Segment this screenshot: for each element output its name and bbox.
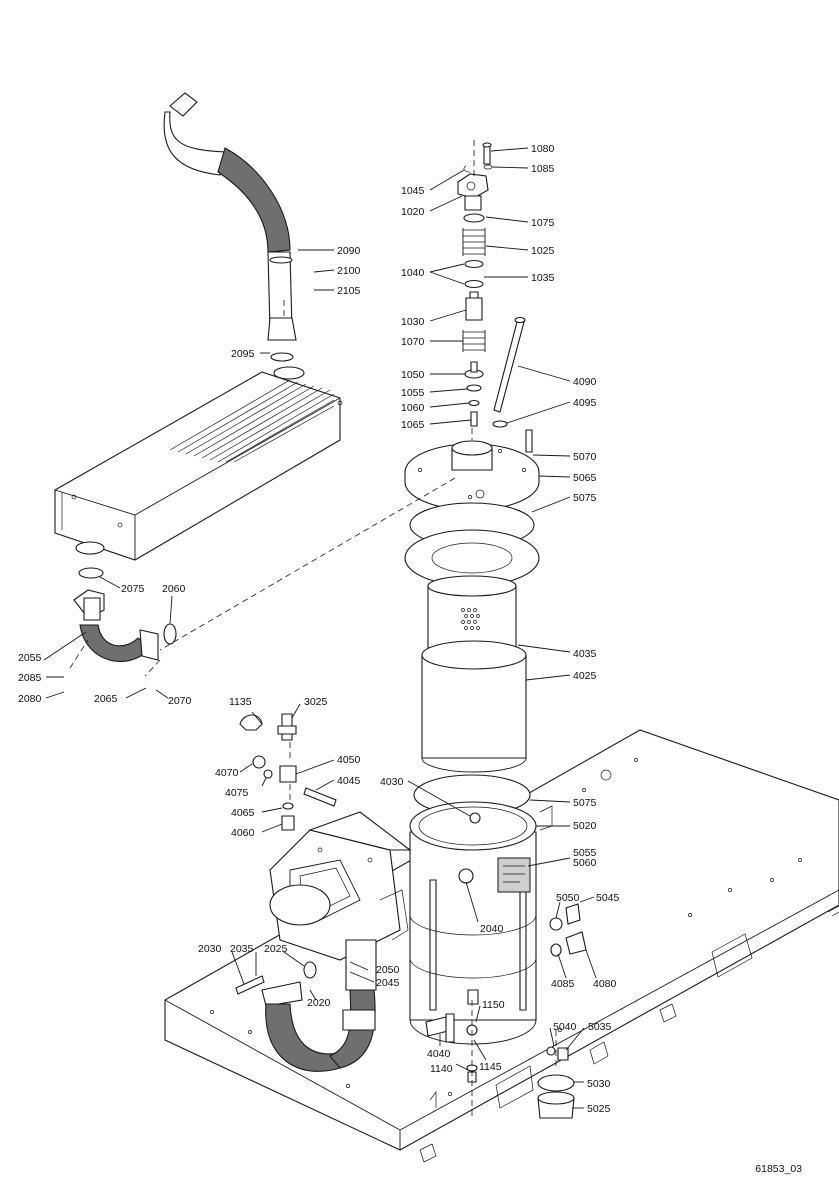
- part-labels: 1080 1085 1045 1020 1075 1025 1040 1035 1030 1070…: [18, 143, 620, 1115]
- part-label-4050: 4050: [337, 754, 361, 766]
- part-label-4090: 4090: [573, 376, 597, 388]
- part-label-4040: 4040: [427, 1048, 451, 1060]
- part-label-4045: 4045: [337, 775, 361, 787]
- part-label-2050: 2050: [376, 964, 400, 976]
- part-label-1060: 1060: [401, 402, 425, 414]
- part-label-1140: 1140: [430, 1063, 453, 1075]
- part-label-1030: 1030: [401, 316, 425, 328]
- part-label-5065: 5065: [573, 472, 597, 484]
- part-label-1080: 1080: [531, 143, 555, 155]
- part-label-2030: 2030: [198, 943, 222, 955]
- aftercooler: [54, 366, 343, 561]
- part-label-5050: 5050: [556, 892, 580, 904]
- part-label-5040: 5040: [553, 1021, 577, 1033]
- part-label-2020: 2020: [307, 997, 331, 1009]
- part-label-5025: 5025: [587, 1103, 611, 1115]
- assembly-lines: [69, 140, 557, 1120]
- part-label-2085: 2085: [18, 672, 42, 684]
- part-label-1070: 1070: [401, 336, 425, 348]
- part-label-1055: 1055: [401, 387, 425, 399]
- elbow-pipe: [73, 567, 177, 663]
- drawing-reference: 61853_03: [755, 1163, 802, 1175]
- part-label-2075: 2075: [121, 583, 145, 595]
- part-label-1150: 1150: [482, 999, 505, 1011]
- part-label-1065: 1065: [401, 419, 425, 431]
- part-label-4035: 4035: [573, 648, 597, 660]
- part-label-1145: 1145: [479, 1061, 502, 1073]
- part-label-5020: 5020: [573, 820, 597, 832]
- part-label-4075: 4075: [225, 787, 249, 799]
- fittings-group: [239, 713, 337, 831]
- part-label-2105: 2105: [337, 285, 361, 297]
- part-label-2095: 2095: [231, 348, 255, 360]
- airend: [269, 811, 412, 961]
- part-label-2045: 2045: [376, 977, 400, 989]
- part-label-2035: 2035: [230, 943, 254, 955]
- part-label-2070: 2070: [168, 695, 192, 707]
- part-label-5030: 5030: [587, 1078, 611, 1090]
- part-label-2100: 2100: [337, 265, 361, 277]
- part-label-1045: 1045: [401, 185, 425, 197]
- part-label-1135: 1135: [229, 696, 252, 708]
- part-label-1025: 1025: [531, 245, 555, 257]
- part-label-5045: 5045: [596, 892, 620, 904]
- part-label-2040: 2040: [480, 923, 504, 935]
- part-label-4085: 4085: [551, 978, 575, 990]
- part-label-1040: 1040: [401, 267, 425, 279]
- part-label-4060: 4060: [231, 827, 255, 839]
- part-label-5055: 5055: [573, 847, 597, 859]
- discharge-pipe: [163, 92, 297, 362]
- leader-lines: [43, 147, 597, 1109]
- part-label-2025: 2025: [264, 943, 288, 955]
- part-label-4065: 4065: [231, 807, 255, 819]
- valve-stack: [457, 142, 533, 453]
- part-label-5060: 5060: [573, 857, 597, 869]
- part-label-1075: 1075: [531, 217, 555, 229]
- part-label-2080: 2080: [18, 693, 42, 705]
- part-label-4025: 4025: [573, 670, 597, 682]
- part-label-5075b: 5075: [573, 797, 597, 809]
- part-label-4030: 4030: [380, 776, 404, 788]
- part-label-5075a: 5075: [573, 492, 597, 504]
- part-label-4095: 4095: [573, 397, 597, 409]
- part-label-4080: 4080: [593, 978, 617, 990]
- part-label-1085: 1085: [531, 163, 555, 175]
- part-label-5035: 5035: [588, 1021, 612, 1033]
- part-label-4070: 4070: [215, 767, 239, 779]
- part-label-2090: 2090: [337, 245, 361, 257]
- separator-tank: [404, 440, 553, 1045]
- part-label-2060: 2060: [162, 583, 186, 595]
- part-label-5070: 5070: [573, 451, 597, 463]
- lower-hoses: [235, 939, 377, 1072]
- part-label-2065: 2065: [94, 693, 118, 705]
- part-label-1020: 1020: [401, 206, 425, 218]
- part-label-1035: 1035: [531, 272, 555, 284]
- part-label-1050: 1050: [401, 369, 425, 381]
- part-label-2055: 2055: [18, 652, 42, 664]
- part-label-3025: 3025: [304, 696, 328, 708]
